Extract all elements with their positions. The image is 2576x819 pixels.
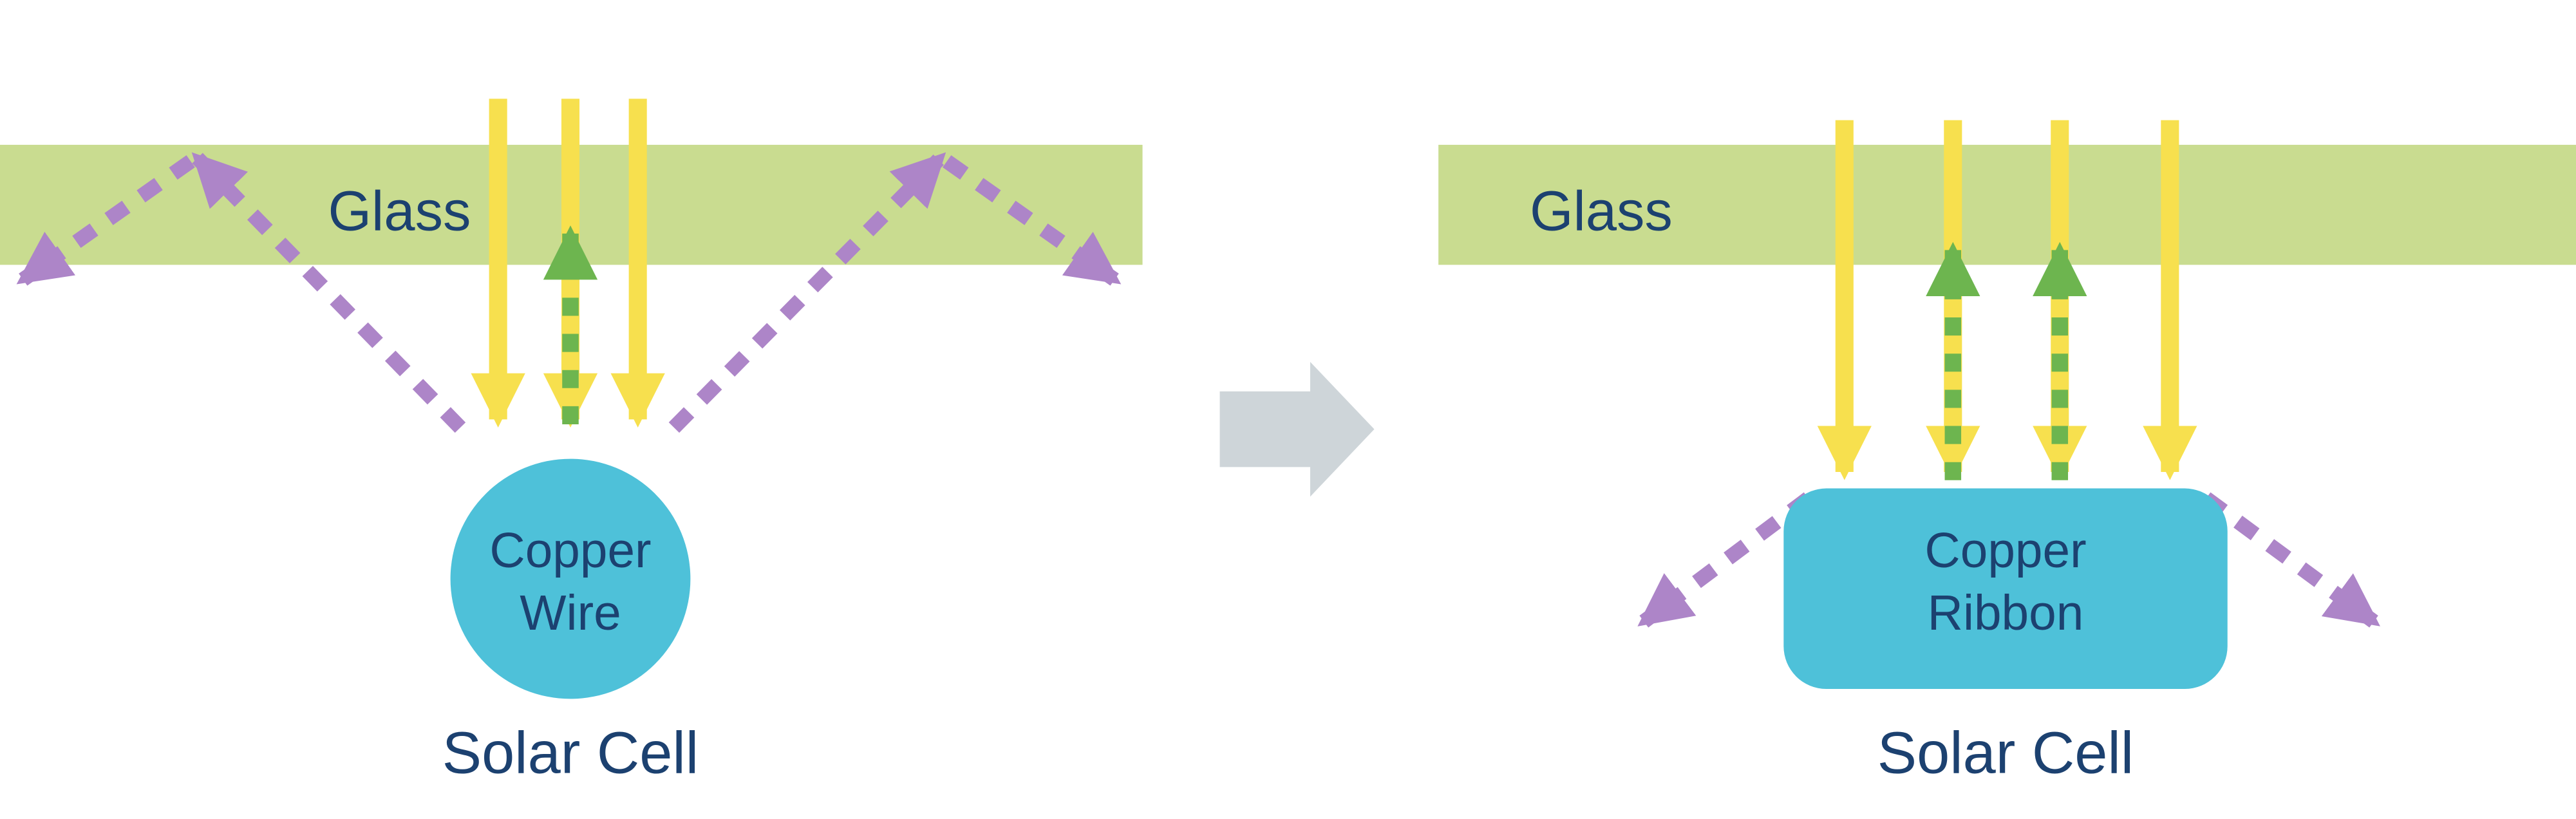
copper-ribbon-shape <box>1783 488 2228 690</box>
lost-reflection-arrow-down-left-icon <box>16 155 195 286</box>
glass-label: Glass <box>328 180 471 243</box>
glass-layer <box>1438 144 2576 265</box>
copper-wire-shape <box>450 458 691 699</box>
solar-cell-label: Solar Cell <box>442 720 699 786</box>
copper-wire-label-line2: Wire <box>520 586 621 641</box>
right-panel: Glass Copper Ribbon Solar Cell <box>1438 120 2576 786</box>
left-panel: Glass Copper Wire Solar Cell <box>0 99 1143 786</box>
lost-reflection-arrow-down-left-icon <box>1637 492 1813 628</box>
lost-reflection-arrow-down-right-icon <box>943 155 1122 286</box>
transition-right-arrow-icon <box>1219 361 1375 497</box>
glass-label: Glass <box>1530 180 1673 243</box>
copper-ribbon-label-line2: Ribbon <box>1928 586 2084 641</box>
lost-reflection-arrow-up-right-icon <box>668 152 946 433</box>
solar-cell-label: Solar Cell <box>1877 720 2134 786</box>
copper-ribbon-label-line1: Copper <box>1924 523 2086 578</box>
lost-reflection-arrow-down-right-icon <box>2201 492 2380 628</box>
copper-wire-label-line1: Copper <box>489 523 651 578</box>
